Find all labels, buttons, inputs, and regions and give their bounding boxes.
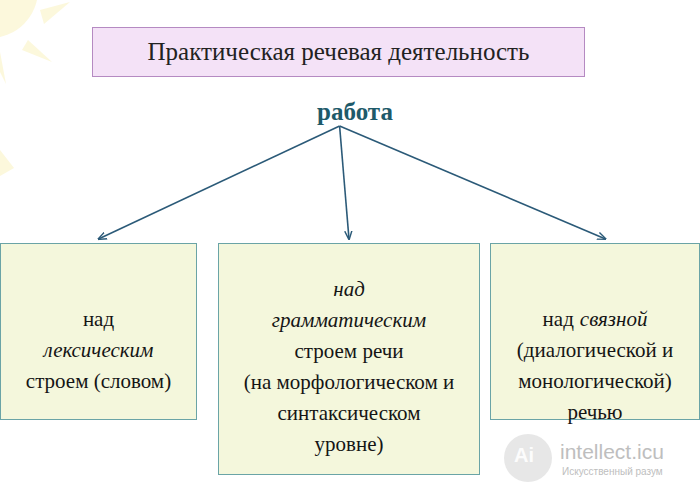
category-box: надлексическимстроем (словом) bbox=[0, 243, 197, 420]
box-text: строем (словом) bbox=[1, 366, 196, 397]
title-box: Практическая речевая деятельность bbox=[92, 27, 585, 77]
box-text: над bbox=[1, 304, 196, 335]
text-holder: над грамматическимстроем речи(на морфоло… bbox=[219, 274, 479, 460]
watermark: intellect.icu bbox=[560, 440, 664, 464]
text-holder: надсвязной (диалогической и монологическо… bbox=[491, 304, 699, 428]
box-text: лексическим bbox=[1, 335, 196, 366]
box-text: (на морфологическом и синтаксическом уро… bbox=[243, 367, 455, 460]
text-holder: Практическая речевая деятельность bbox=[148, 38, 530, 66]
category-box: над грамматическимстроем речи(на морфоло… bbox=[218, 243, 480, 475]
box-text: связной bbox=[580, 307, 648, 331]
watermark-logo bbox=[504, 434, 552, 482]
arrow-connector bbox=[340, 126, 349, 239]
category-box: надсвязной(диалогической и монологическо… bbox=[490, 243, 700, 420]
sun-decoration bbox=[0, 0, 70, 176]
box-text: строем речи bbox=[219, 336, 479, 367]
box-text: над bbox=[543, 307, 574, 331]
title-text: Практическая речевая деятельность bbox=[148, 38, 530, 66]
box-text: (диалогической и монологической) речью bbox=[506, 335, 684, 428]
root-text: работа bbox=[317, 98, 393, 126]
arrow-connector bbox=[99, 126, 340, 239]
text-holder: работа bbox=[317, 98, 393, 126]
box-text: над грамматическим bbox=[263, 274, 435, 336]
text-holder: надлексическимстроем (словом) bbox=[1, 304, 196, 397]
watermark-logo-text: Ai bbox=[514, 444, 534, 467]
watermark-subtitle: Искусственный разум bbox=[562, 466, 663, 477]
root-word: работа bbox=[300, 94, 410, 130]
arrow-connector bbox=[340, 126, 606, 239]
